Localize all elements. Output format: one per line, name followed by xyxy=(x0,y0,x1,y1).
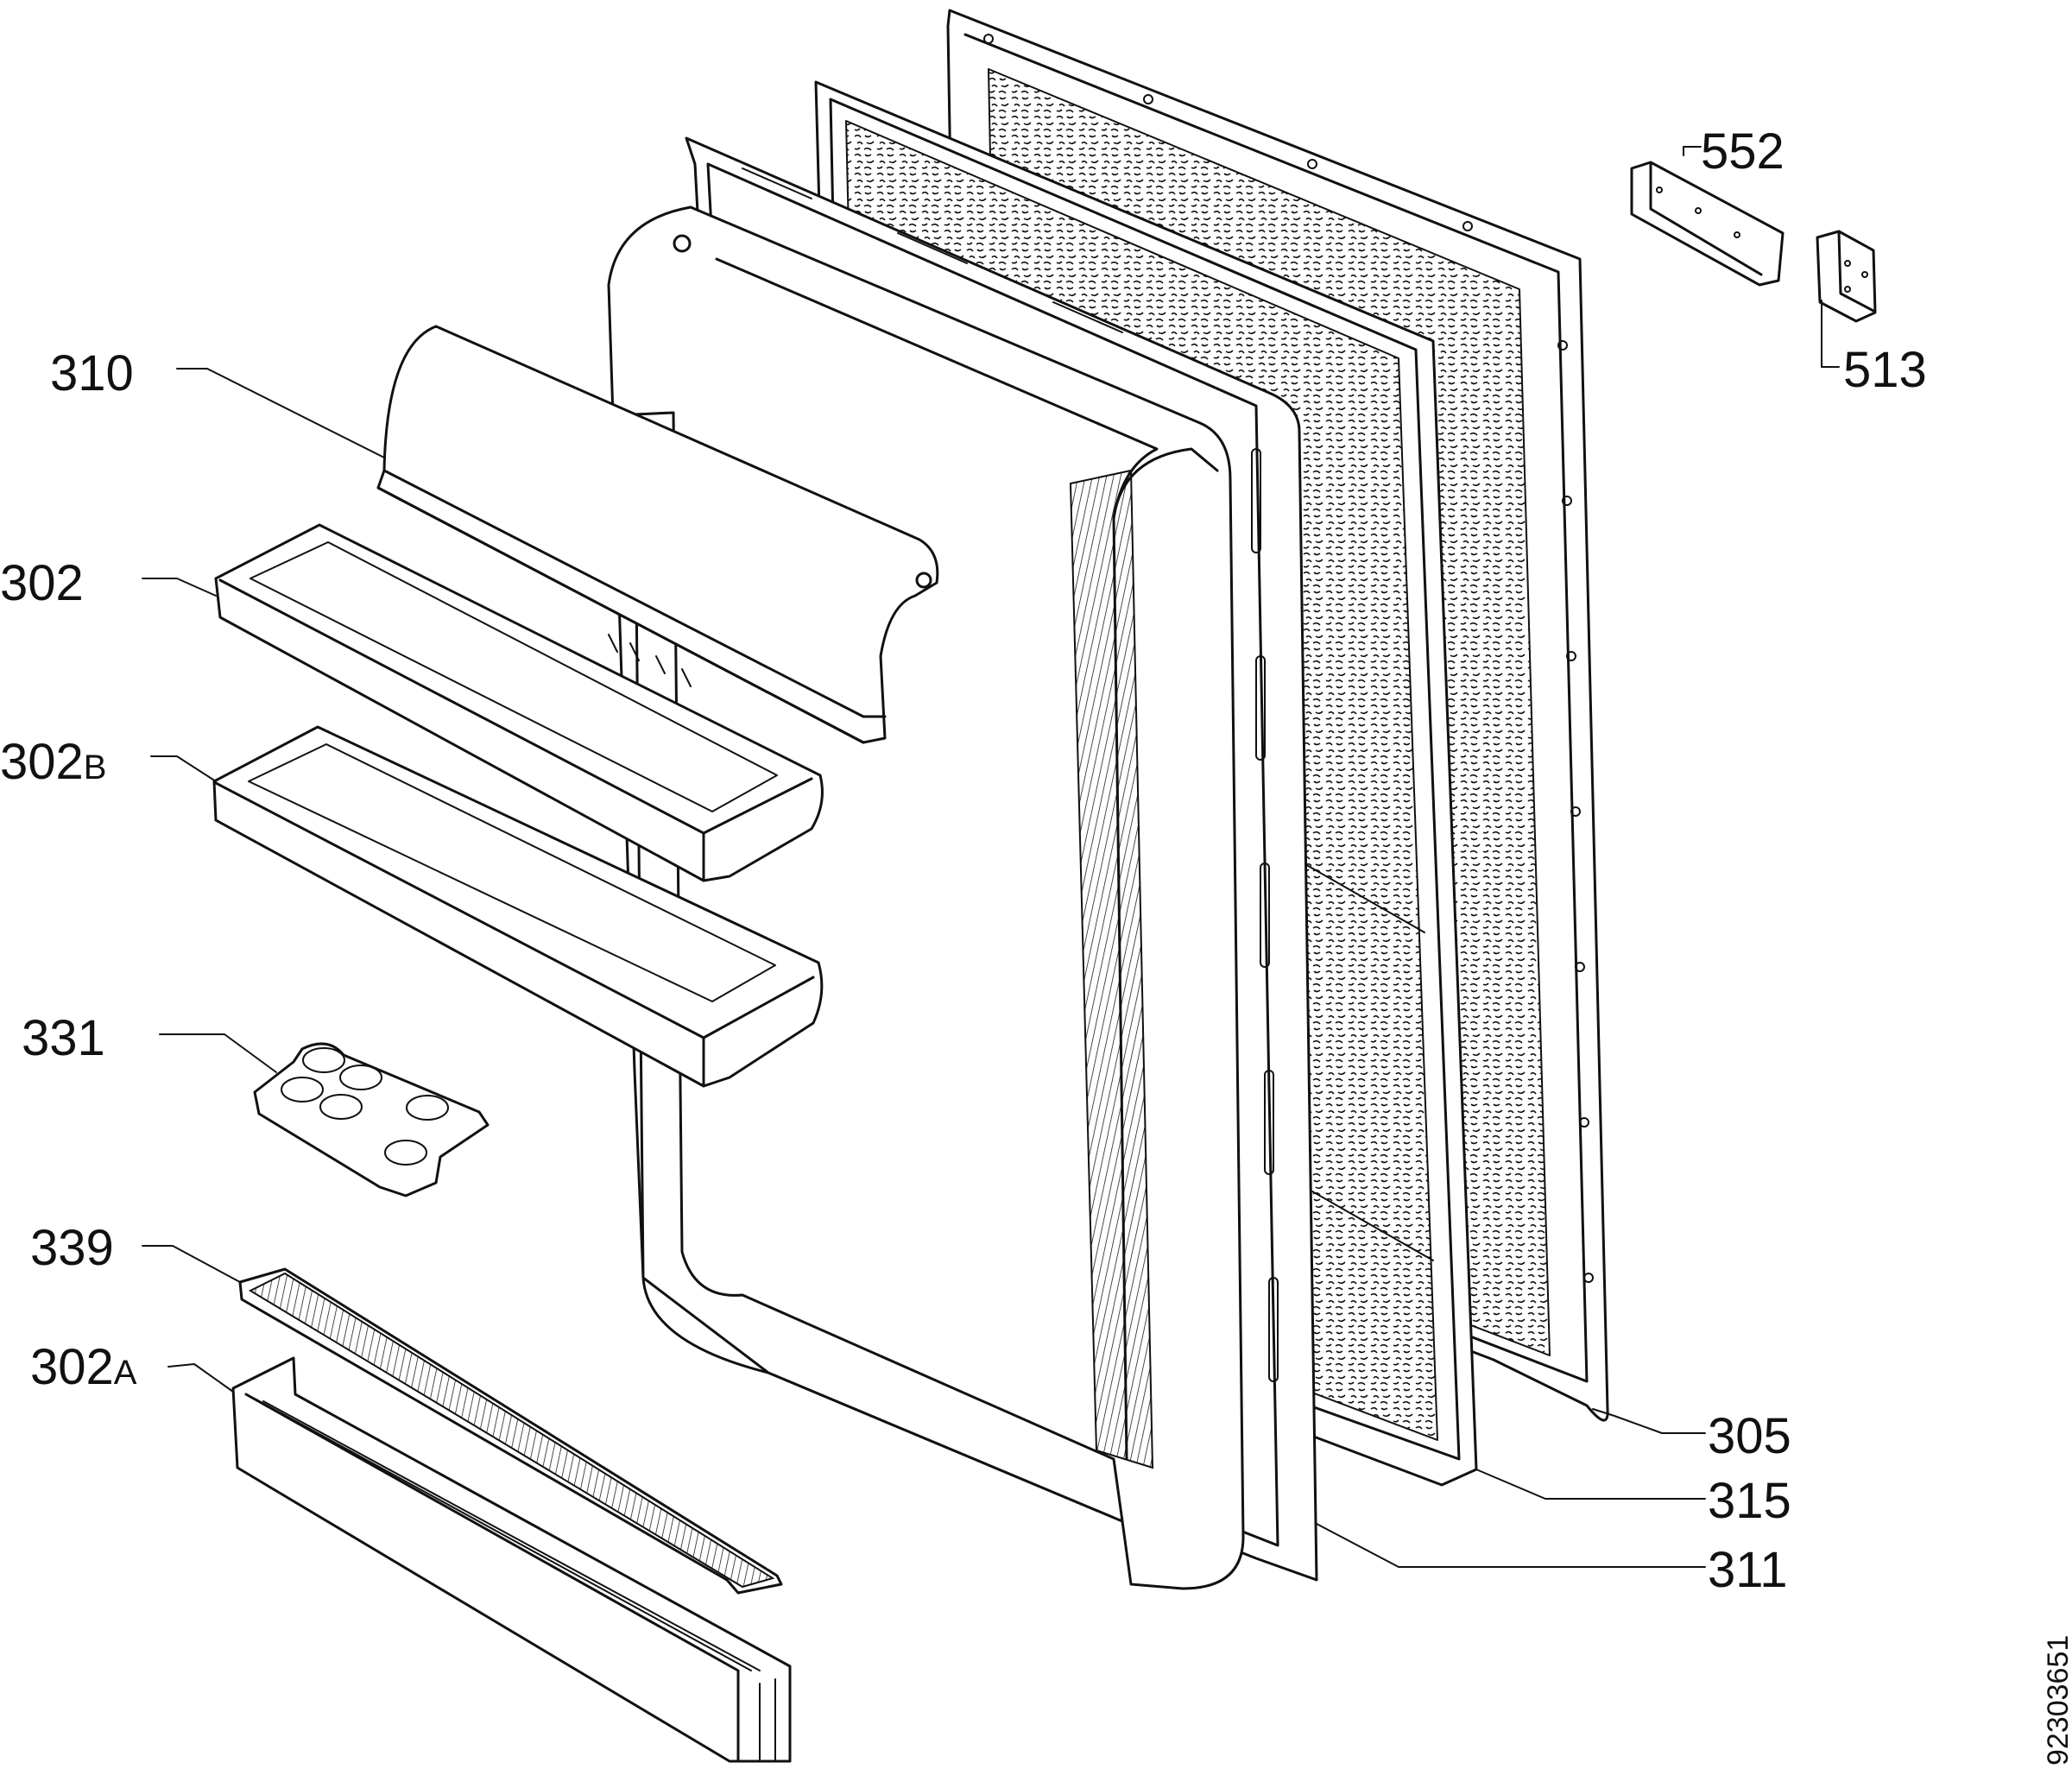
egg-tray-331 xyxy=(253,1042,490,1197)
part-label-310: 310 xyxy=(50,345,134,401)
document-code: 92303651 xyxy=(2042,1635,2072,1766)
dairy-cover-310 xyxy=(376,325,939,744)
part-label-302a: 302A xyxy=(30,1339,137,1395)
part-label-302b: 302B xyxy=(0,734,106,790)
hinge-cover-552 xyxy=(1630,161,1785,287)
door-shelf-302b xyxy=(212,725,824,1088)
part-label-311: 311 xyxy=(1708,1542,1787,1598)
part-label-315: 315 xyxy=(1708,1473,1791,1529)
leader-lines xyxy=(142,146,1840,1568)
door-shelf-302 xyxy=(214,523,824,882)
part-label-305: 305 xyxy=(1708,1408,1791,1464)
part-label-339: 339 xyxy=(30,1220,114,1276)
part-label-302: 302 xyxy=(0,555,84,611)
part-label-513: 513 xyxy=(1843,342,1927,398)
part-labels: 310 302 302B 331 339 302A 552 513 305 31… xyxy=(0,123,1927,1598)
part-label-552: 552 xyxy=(1701,123,1785,180)
bottle-retainer-339 xyxy=(238,1267,783,1595)
door-inner-tray xyxy=(607,205,1245,1590)
hinge-bracket-513 xyxy=(1816,230,1877,323)
part-label-331: 331 xyxy=(22,1010,105,1066)
bottle-shelf-302a xyxy=(231,1356,792,1763)
